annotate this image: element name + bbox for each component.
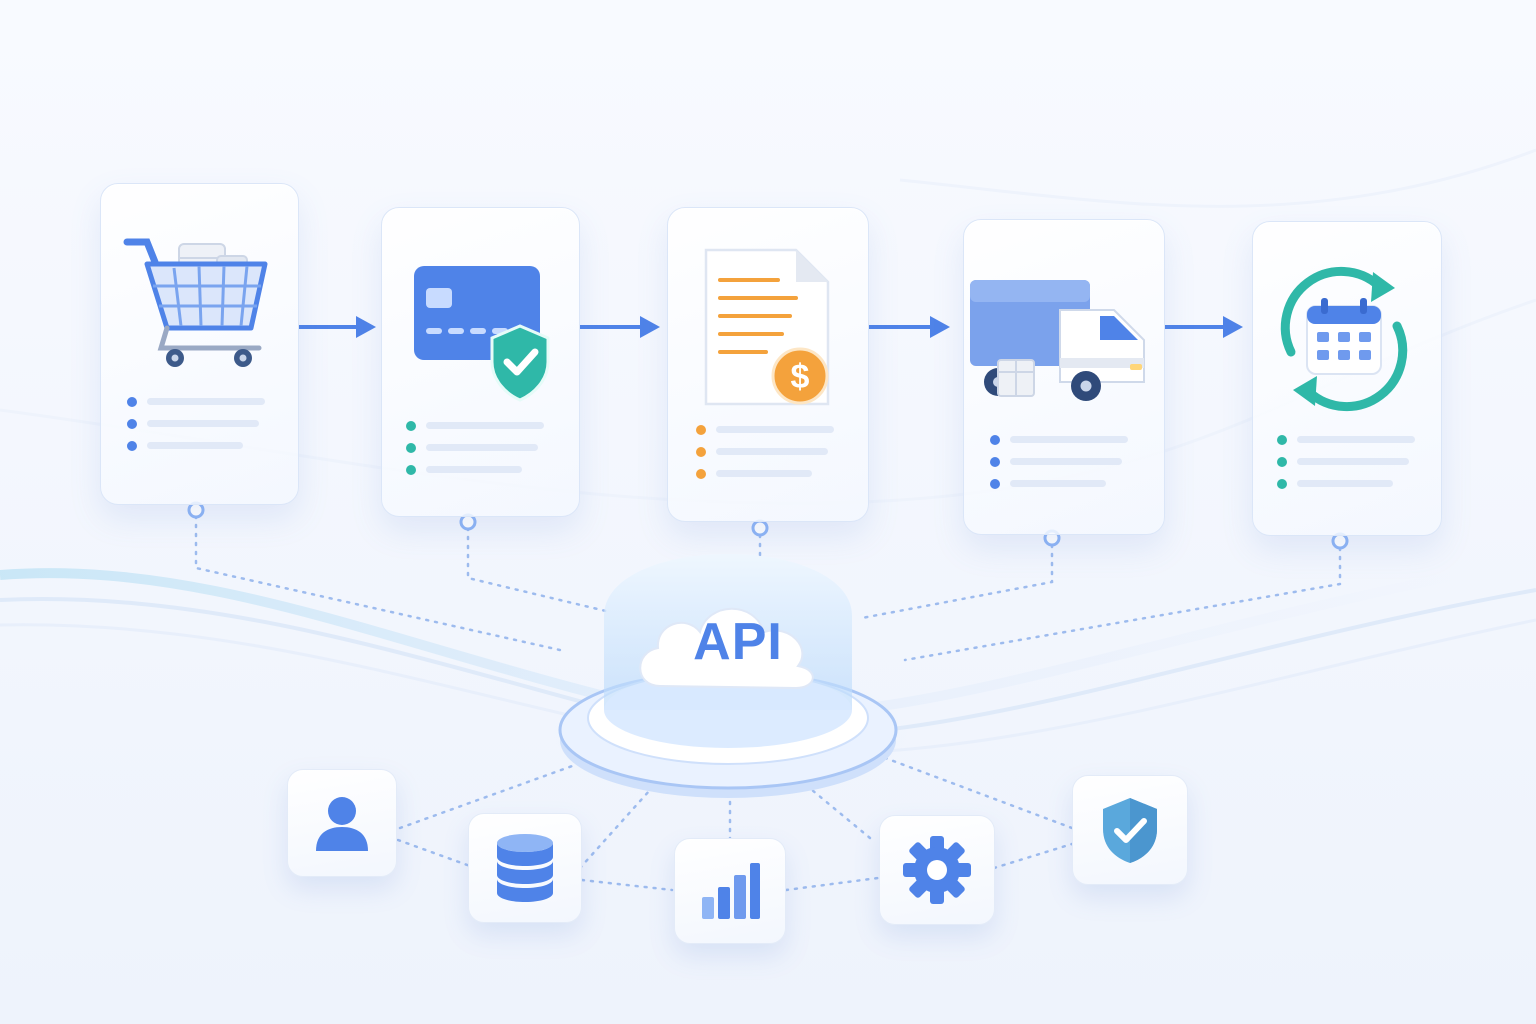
service-tile-analytics[interactable]	[674, 838, 786, 944]
text-placeholder-bar	[1297, 480, 1393, 487]
user-icon	[316, 797, 368, 851]
flow-arrow	[1165, 316, 1243, 338]
card-detail-list	[406, 420, 544, 486]
connector-line	[784, 876, 880, 892]
card-detail-row	[990, 478, 1128, 489]
bullet-dot	[696, 446, 706, 457]
text-placeholder-bar	[147, 398, 265, 405]
card-detail-list	[696, 424, 834, 490]
database-icon	[497, 834, 553, 902]
connector-line	[396, 838, 472, 868]
card-detail-row	[127, 418, 265, 429]
calendar-sync-icon	[1269, 264, 1419, 419]
bullet-dot	[990, 478, 1000, 489]
text-placeholder-bar	[716, 470, 812, 477]
bullet-dot	[696, 468, 706, 479]
connector-line	[398, 754, 602, 830]
text-placeholder-bar	[1010, 436, 1128, 443]
card-detail-row	[990, 456, 1128, 467]
connector-line	[810, 788, 872, 840]
flow-arrow	[580, 316, 660, 338]
api-platform	[552, 554, 908, 800]
credit-card-shield-icon	[408, 258, 568, 423]
card-detail-list	[127, 396, 265, 462]
card-detail-row	[406, 420, 544, 431]
text-placeholder-bar	[716, 426, 834, 433]
bullet-dot	[127, 440, 137, 451]
service-tile-settings[interactable]	[879, 815, 995, 925]
card-detail-row	[1277, 434, 1415, 445]
step-card-shipping[interactable]	[963, 219, 1165, 535]
bullet-dot	[406, 442, 416, 453]
gear-icon	[903, 836, 971, 904]
bullet-dot	[127, 418, 137, 429]
text-placeholder-bar	[147, 442, 243, 449]
card-detail-list	[1277, 434, 1415, 500]
bullet-dot	[696, 424, 706, 435]
bullet-dot	[406, 464, 416, 475]
card-detail-row	[696, 424, 834, 435]
service-tile-user[interactable]	[287, 769, 397, 877]
step-card-schedule[interactable]	[1252, 221, 1442, 536]
step-card-invoice[interactable]: $	[667, 207, 869, 522]
card-detail-row	[1277, 456, 1415, 467]
step-card-cart[interactable]	[100, 183, 299, 505]
connector-node	[1331, 532, 1349, 550]
flow-arrow	[868, 316, 950, 338]
bullet-dot	[127, 396, 137, 407]
text-placeholder-bar	[1010, 480, 1106, 487]
text-placeholder-bar	[426, 466, 522, 473]
step-card-payment[interactable]	[381, 207, 580, 517]
card-detail-row	[990, 434, 1128, 445]
shopping-cart-icon	[119, 224, 279, 389]
connector-line	[860, 543, 1054, 620]
connector-node	[459, 513, 477, 531]
card-detail-row	[406, 442, 544, 453]
connector-line	[903, 546, 1342, 662]
text-placeholder-bar	[1297, 458, 1409, 465]
bullet-dot	[1277, 456, 1287, 467]
service-tile-database[interactable]	[468, 813, 582, 923]
connector-node	[751, 519, 769, 537]
svg-text:$: $	[791, 358, 810, 396]
card-detail-row	[1277, 478, 1415, 489]
bullet-dot	[1277, 478, 1287, 489]
bullet-dot	[1277, 434, 1287, 445]
card-detail-row	[696, 446, 834, 457]
shield-check-icon	[1103, 798, 1157, 863]
connector-line	[878, 754, 1074, 830]
bullet-dot	[406, 420, 416, 431]
text-placeholder-bar	[426, 444, 538, 451]
bullet-dot	[990, 434, 1000, 445]
connector-line	[578, 788, 652, 870]
card-detail-row	[406, 464, 544, 475]
text-placeholder-bar	[426, 422, 544, 429]
text-placeholder-bar	[1010, 458, 1122, 465]
card-detail-list	[990, 434, 1128, 500]
connector-line	[194, 514, 562, 652]
card-detail-row	[696, 468, 834, 479]
cloud-icon	[639, 607, 814, 690]
bar-chart-icon	[702, 863, 760, 919]
card-detail-row	[127, 440, 265, 451]
text-placeholder-bar	[716, 448, 828, 455]
api-hub[interactable]: API	[540, 540, 920, 815]
bullet-dot	[990, 456, 1000, 467]
card-detail-row	[127, 396, 265, 407]
service-tile-security[interactable]	[1072, 775, 1188, 885]
invoice-dollar-icon: $	[700, 244, 840, 419]
delivery-truck-icon	[968, 260, 1158, 425]
connector-line	[580, 878, 674, 892]
api-label: API	[693, 613, 783, 671]
text-placeholder-bar	[147, 420, 259, 427]
flow-arrow	[298, 316, 376, 338]
connector-node	[187, 501, 205, 519]
decorative-wave	[899, 148, 1536, 208]
text-placeholder-bar	[1297, 436, 1415, 443]
